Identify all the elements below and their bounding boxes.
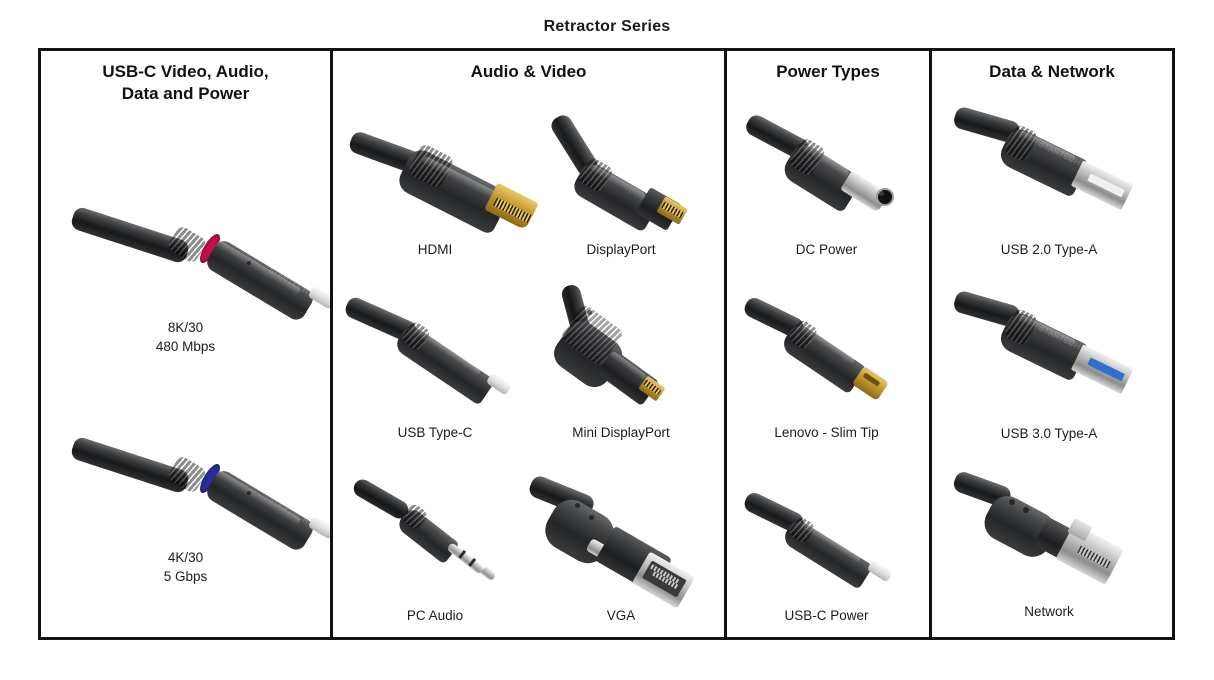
item-caption-lenovo-slim-tip: Lenovo - Slim Tip (774, 425, 879, 440)
column-header-data-network: Data & Network (989, 62, 1115, 81)
item-vga: VGA (523, 471, 719, 626)
usb-c-plain-connector-art: STARTECH (342, 288, 525, 420)
audio-jack-plug (446, 541, 485, 575)
item-caption-usb-c-4k: 4K/30 5 Gbps (163, 550, 208, 584)
slim-tip-connector-art: STARTECH (741, 288, 912, 420)
item-caption-hdmi: HDMI (417, 242, 453, 257)
item-caption-pc-audio: PC Audio (406, 608, 464, 623)
usb-a-connector-art-30: STARTECH (949, 285, 1149, 421)
item-pc-audio: STARTECH PC Audio (341, 471, 529, 626)
item-displayport: DisplayPort (523, 105, 719, 260)
dc-barrel-connector-art (742, 105, 912, 237)
usb-c-tip (866, 559, 893, 583)
usb-c-tip (307, 515, 330, 540)
item-caption-vga: VGA (606, 608, 636, 623)
mini-displayport-connector-art (531, 283, 711, 420)
item-network: Network (932, 463, 1166, 622)
column-header-audio-video: Audio & Video (470, 62, 587, 81)
item-caption-mini-displayport: Mini DisplayPort (572, 425, 670, 440)
usb-c-tip (485, 372, 513, 396)
connector-table: USB-C Video, Audio, Data and Power START… (38, 48, 1175, 640)
column-power-types: Power Types (727, 51, 932, 637)
column-audio-video: Audio & Video HDMI (333, 51, 727, 637)
column-header-usb-c-multi: USB-C Video, Audio, Data and Power (102, 62, 269, 103)
item-caption-usb-type-c: USB Type-C (397, 425, 473, 440)
usb-c-tip (307, 285, 330, 310)
item-mini-displayport: Mini DisplayPort (523, 283, 719, 443)
vga-connector-art (526, 471, 711, 609)
item-dc-power: DC Power (727, 105, 926, 260)
item-usb-type-c: STARTECH USB Type-C (341, 288, 529, 443)
column-usb-c-multi: USB-C Video, Audio, Data and Power START… (41, 51, 333, 637)
item-usb-3-type-a: STARTECH USB 3.0 Type-A (932, 285, 1166, 444)
usb-a-connector-art-20: STARTECH (949, 101, 1149, 237)
item-caption-network: Network (1024, 604, 1074, 619)
item-usb-c-4k: STARTECH 4K/30 5 Gbps (41, 413, 330, 586)
item-usb-c-power: STARTECH USB-C Power (727, 471, 926, 626)
column-body-data-network: STARTECH USB 2.0 Type-A (932, 105, 1172, 637)
column-body-power-types: DC Power STARTECH (727, 112, 929, 637)
usb-c-connector-art-8k: STARTECH (68, 183, 330, 324)
usb-c-connector-art-4k: STARTECH (68, 413, 330, 554)
usb-c-power-connector-art: STARTECH (741, 471, 912, 603)
column-body-audio-video: HDMI Disp (333, 111, 724, 637)
item-usb-c-8k: STARTECH 8K/30 480 Mbps (41, 183, 330, 356)
column-body-usb-c-multi: STARTECH 8K/30 480 Mbps (41, 113, 330, 637)
item-lenovo-slim-tip: STARTECH Lenovo - Slim Tip (727, 288, 926, 443)
rj45-connector-art (949, 463, 1149, 599)
displayport-connector-art (531, 105, 711, 237)
item-caption-dc-power: DC Power (795, 242, 858, 257)
column-data-network: Data & Network STARTECH (932, 51, 1172, 637)
item-caption-usb-3-type-a: USB 3.0 Type-A (1000, 426, 1098, 441)
hdmi-connector-art (345, 105, 539, 237)
item-caption-displayport: DisplayPort (586, 242, 656, 257)
page-title: Retractor Series (543, 18, 671, 35)
item-usb-2-type-a: STARTECH USB 2.0 Type-A (932, 101, 1166, 260)
item-caption-usb-c-power: USB-C Power (784, 608, 869, 623)
item-caption-usb-2-type-a: USB 2.0 Type-A (1000, 242, 1098, 257)
audio-jack-connector-art: STARTECH (345, 471, 525, 603)
item-hdmi: HDMI (341, 105, 539, 260)
item-caption-usb-c-8k: 8K/30 480 Mbps (155, 320, 216, 354)
column-header-power-types: Power Types (776, 62, 880, 81)
